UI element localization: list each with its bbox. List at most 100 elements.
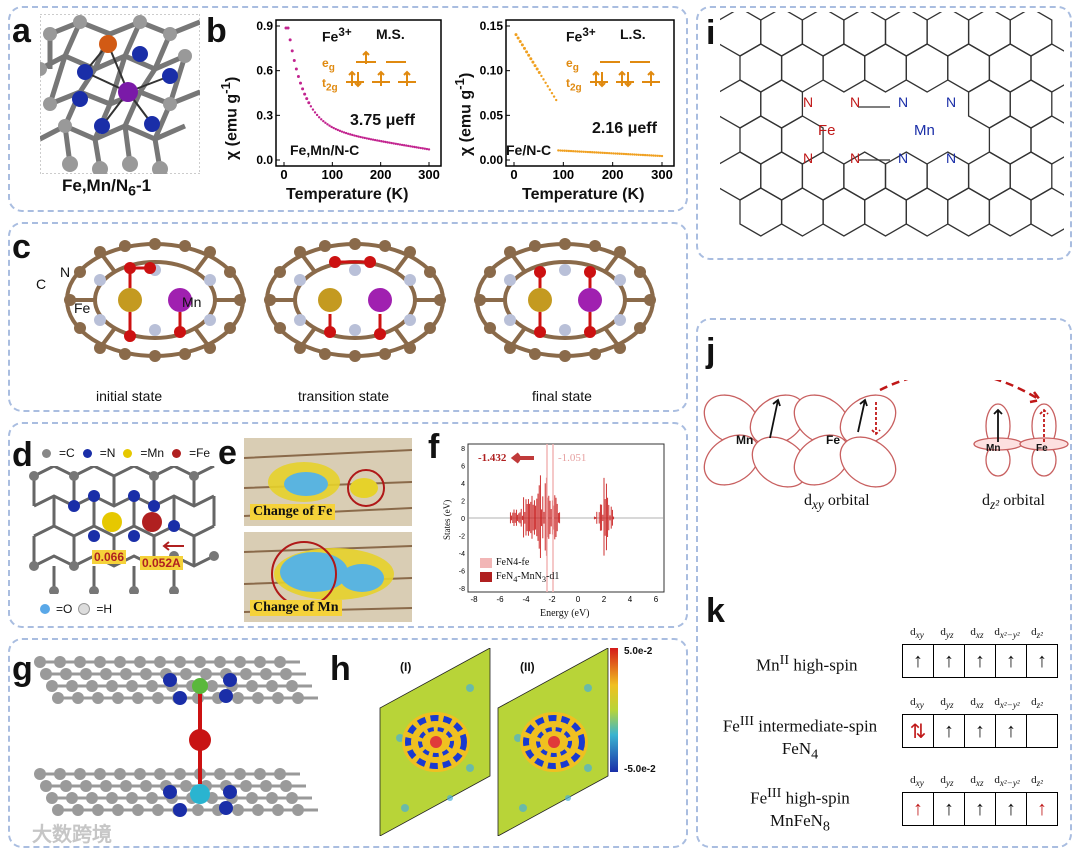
j-orb-2-suffix: orbital [999, 492, 1045, 509]
k-h3-s4: x²−y² [999, 778, 1020, 789]
right-point [660, 154, 664, 158]
right-point [544, 81, 547, 85]
left-point [332, 126, 335, 130]
g-carbon [260, 780, 272, 792]
g-carbon [154, 768, 166, 780]
b-right-eg-sub: g [572, 62, 579, 74]
f-legend-1: FeN4-fe [496, 557, 530, 568]
k-h2-d1: d [910, 696, 916, 708]
k-h1-d3: d [970, 626, 976, 638]
b-left-ion-sup: 3+ [338, 26, 352, 39]
f-xtick-label: -2 [548, 595, 556, 604]
left-xtick-label: 100 [321, 167, 343, 179]
d-legend-fe: =Fe [189, 446, 211, 460]
b-right-sample: Fe/N-C [506, 142, 552, 158]
k-h2-s4: x²−y² [999, 700, 1020, 711]
g-carbon [272, 804, 284, 816]
k-row-1-boxes: ↑ ↑ ↑ ↑ ↑ [902, 644, 1058, 678]
d-legend-c: =C [59, 446, 75, 460]
left-ytick-label: 0.0 [256, 153, 273, 167]
g-carbon [86, 792, 98, 804]
g-carbon [80, 780, 92, 792]
k-r2-c4: ↑ [995, 714, 1027, 748]
diff-density-h [370, 648, 618, 836]
right-ytick-label: 0.15 [480, 19, 504, 33]
left-point [390, 141, 393, 145]
left-point [336, 128, 340, 132]
left-point [363, 136, 366, 140]
structure-a [40, 14, 200, 174]
left-point [338, 129, 342, 133]
g-carbon [132, 692, 144, 704]
k-head-3: dxy dyz dxz dx²−y² dz² [902, 774, 1052, 788]
g-carbon [272, 692, 284, 704]
k-r3-el: Fe [750, 788, 768, 808]
g-carbon [54, 768, 66, 780]
right-point [654, 154, 657, 157]
g-carbon [134, 768, 146, 780]
k-h1-s1: xy [915, 630, 924, 641]
h-scale-max: 5.0e-2 [624, 646, 653, 657]
k-r1-end: high-spin [789, 655, 858, 675]
right-point [546, 85, 549, 88]
i-n-4: N [946, 94, 957, 110]
k-r3-l2: MnFeN [770, 810, 823, 830]
right-point [645, 154, 649, 157]
b-left-ylabel-sup: -1 [218, 82, 233, 94]
left-ytick-label: 0.6 [256, 64, 273, 78]
panel-c [8, 222, 688, 412]
g-carbon [114, 656, 126, 668]
k-h1-d1: d [910, 626, 916, 638]
b-left-curve [284, 26, 431, 151]
right-point [629, 153, 632, 156]
left-point [411, 145, 414, 148]
k-r2-l2-sub: 4 [811, 746, 819, 763]
k-h2-s2: yz [945, 700, 954, 711]
k-r3-c1: ↑ [902, 792, 934, 826]
g-carbon [266, 792, 278, 804]
i-hexagon [780, 187, 824, 237]
f-ytick-label: -4 [459, 551, 465, 558]
left-point [427, 148, 431, 151]
g-carbon [60, 668, 72, 680]
left-point [384, 140, 387, 144]
g-carbon [40, 780, 52, 792]
f-legend-2-e: -d1 [546, 571, 560, 582]
left-point [373, 138, 377, 142]
b-left-eg: eg [322, 56, 335, 73]
k-r1-c4: ↑ [995, 644, 1027, 678]
k-r2-sup: III [739, 713, 754, 729]
g-carbon [234, 656, 246, 668]
left-point [398, 143, 402, 146]
g-carbon [86, 680, 98, 692]
b-left-spin-diagram [346, 50, 416, 88]
left-point [344, 131, 348, 135]
right-point [563, 149, 566, 152]
k-r3-c5: ↑ [1026, 792, 1058, 826]
g-carbon [180, 668, 192, 680]
right-point [652, 154, 655, 157]
watermark: 大数跨境 [32, 824, 112, 846]
left-point [292, 58, 296, 62]
d-legend-n: =N [99, 446, 116, 460]
g-carbon [274, 656, 286, 668]
caption-a: Fe,Mn/N6-1 [62, 176, 151, 199]
g-carbon [254, 656, 266, 668]
right-point [567, 149, 571, 153]
right-point [614, 152, 617, 155]
right-point [610, 152, 613, 155]
k-h3-s3: xz [975, 778, 984, 789]
b-left-moment: 3.75 μeff [350, 112, 415, 129]
left-xtick-label: 0 [280, 167, 287, 179]
k-h1-s4: x²−y² [999, 630, 1020, 641]
k-r2-c5 [1026, 714, 1058, 748]
g-carbon [34, 768, 46, 780]
left-point [309, 105, 313, 108]
b-right-ion-text: Fe [566, 28, 583, 45]
k-h1-s5: z² [1036, 630, 1043, 641]
right-point [635, 153, 638, 156]
f-xtick-label: -8 [470, 595, 478, 604]
right-point [565, 149, 568, 153]
h-sub-1: (I) [400, 660, 412, 674]
